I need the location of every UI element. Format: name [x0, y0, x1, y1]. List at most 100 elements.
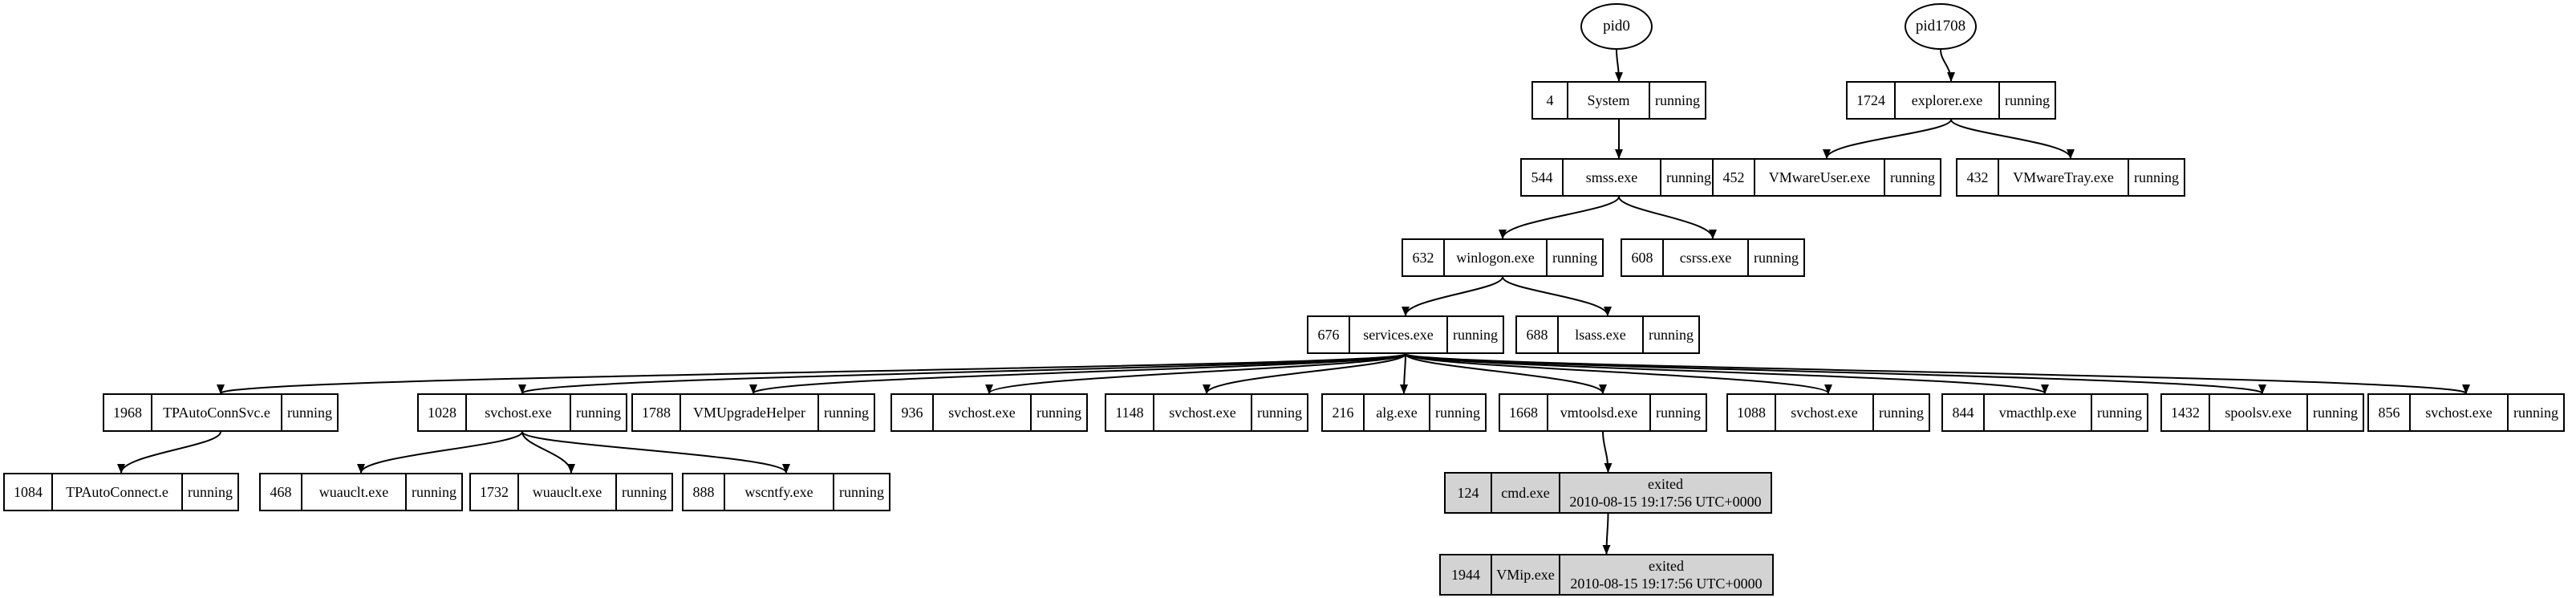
name-cell: explorer.exe	[1894, 83, 1998, 118]
name-cell: wscntfy.exe	[724, 474, 833, 510]
status-cell: running	[1747, 240, 1803, 275]
name-cell: vmtoolsd.exe	[1547, 395, 1649, 430]
pid-cell: 844	[1952, 405, 1974, 421]
pid-cell: 452	[1722, 169, 1745, 185]
pid-cell: 468	[270, 484, 292, 500]
status-cell: running	[570, 395, 626, 430]
pid-cell: 124	[1457, 485, 1479, 501]
edge-p676-p1432	[1405, 353, 2266, 394]
edge-p676-p1668	[1405, 353, 1607, 394]
edge-p544-p632	[1499, 196, 1620, 239]
pid-cell: 1668	[1509, 405, 1538, 421]
edge-p676-p1028	[518, 353, 1406, 394]
exit-time: 2010-08-15 19:17:56 UTC+0000	[1570, 576, 1763, 592]
name-cell: svchost.exe	[1153, 395, 1251, 430]
root-node-pid0: pid0	[1580, 3, 1653, 50]
edge-p1028-p468	[357, 431, 523, 474]
name-cell: VMwareUser.exe	[1754, 160, 1884, 195]
edge-p1028-p1732	[521, 431, 575, 474]
name-cell: svchost.exe	[932, 395, 1030, 430]
pid-cell: 4	[1546, 92, 1554, 108]
edge-p676-p844	[1405, 353, 2049, 394]
name-cell: svchost.exe	[1775, 395, 1872, 430]
edge-p1668-p124	[1602, 431, 1613, 473]
name-cell: vmacthlp.exe	[1983, 395, 2091, 430]
name-cell: TPAutoConnect.e	[51, 474, 181, 510]
status-cell: running	[2091, 395, 2147, 430]
edge-p676-p216	[1400, 353, 1409, 394]
root-node-pid1708: pid1708	[1905, 3, 1977, 50]
pid-cell: 632	[1412, 250, 1434, 266]
name-cell: smss.exe	[1562, 160, 1660, 195]
pid-cell: 1084	[14, 484, 43, 500]
status-text: exited	[1648, 476, 1683, 492]
name-cell: wuauclt.exe	[517, 474, 615, 510]
status-cell: running	[833, 474, 889, 510]
edge-pid1708-p1724	[1940, 49, 1955, 82]
pid-cell: 1432	[2171, 405, 2200, 421]
pid-cell: 936	[901, 405, 923, 421]
pid-cell: 1724	[1856, 92, 1885, 108]
name-cell: lsass.exe	[1557, 317, 1642, 352]
status-cell: running	[1649, 395, 1706, 430]
pid-cell: 1788	[642, 405, 671, 421]
name-cell: winlogon.exe	[1443, 240, 1546, 275]
status-cell: running	[1872, 395, 1929, 430]
status-cell: running	[1660, 160, 1716, 195]
name-cell: System	[1567, 83, 1649, 118]
name-cell: TPAutoConnSvc.e	[151, 395, 281, 430]
name-cell: csrss.exe	[1662, 240, 1747, 275]
status-cell: running	[2507, 395, 2563, 430]
pid-cell: 216	[1332, 405, 1354, 421]
status-cell: running	[615, 474, 671, 510]
edge-p1968-p1084	[117, 431, 221, 474]
edge-p676-p1088	[1405, 353, 1832, 394]
name-cell: svchost.exe	[2409, 395, 2507, 430]
name-cell: alg.exe	[1363, 395, 1429, 430]
pid-cell: 544	[1531, 169, 1553, 185]
pid-cell: 1028	[428, 405, 456, 421]
name-cell: VMip.exe	[1491, 555, 1559, 594]
status-cell: running	[281, 395, 337, 430]
pid-cell: 1148	[1115, 405, 1144, 421]
root-label: pid1708	[1915, 18, 1966, 35]
pid-cell: 888	[692, 484, 715, 500]
name-cell: spoolsv.exe	[2209, 395, 2306, 430]
status-cell: running	[1251, 395, 1307, 430]
edge-p632-p688	[1502, 276, 1612, 316]
status-cell: running	[2128, 160, 2184, 195]
pid-cell: 1088	[1737, 405, 1766, 421]
name-cell: cmd.exe	[1491, 474, 1559, 512]
edge-p1724-p432	[1950, 119, 2075, 159]
pid-cell: 1944	[1451, 567, 1480, 583]
name-cell: svchost.exe	[465, 395, 570, 430]
status-cell: running	[1884, 160, 1940, 195]
edge-p676-p856	[1405, 353, 2470, 394]
name-cell: services.exe	[1349, 317, 1446, 352]
edge-p676-p1968	[217, 353, 1406, 394]
pid-cell: 676	[1317, 327, 1340, 343]
edge-p1028-p888	[521, 431, 790, 474]
status-cell: running	[1998, 83, 2055, 118]
pid-cell: 1732	[480, 484, 509, 500]
